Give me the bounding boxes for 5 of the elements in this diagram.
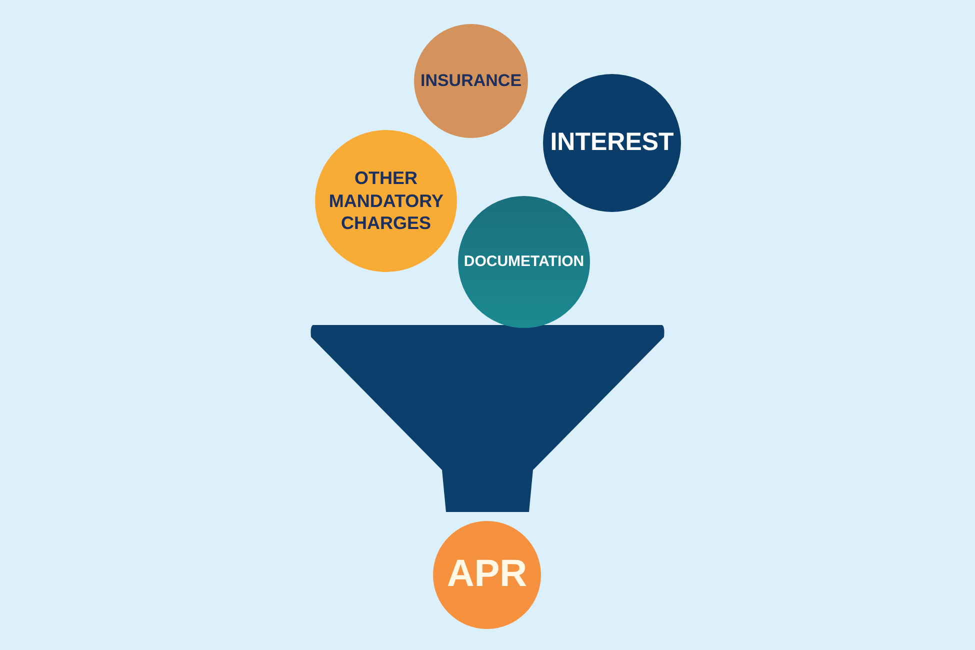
category-circle: APR [433,521,541,629]
category-circle: INSURANCE [414,24,528,138]
category-circle: INTEREST [543,74,681,212]
category-circle: DOCUMETATION [458,196,590,328]
category-circle: OTHER MANDATORY CHARGES [315,130,457,272]
